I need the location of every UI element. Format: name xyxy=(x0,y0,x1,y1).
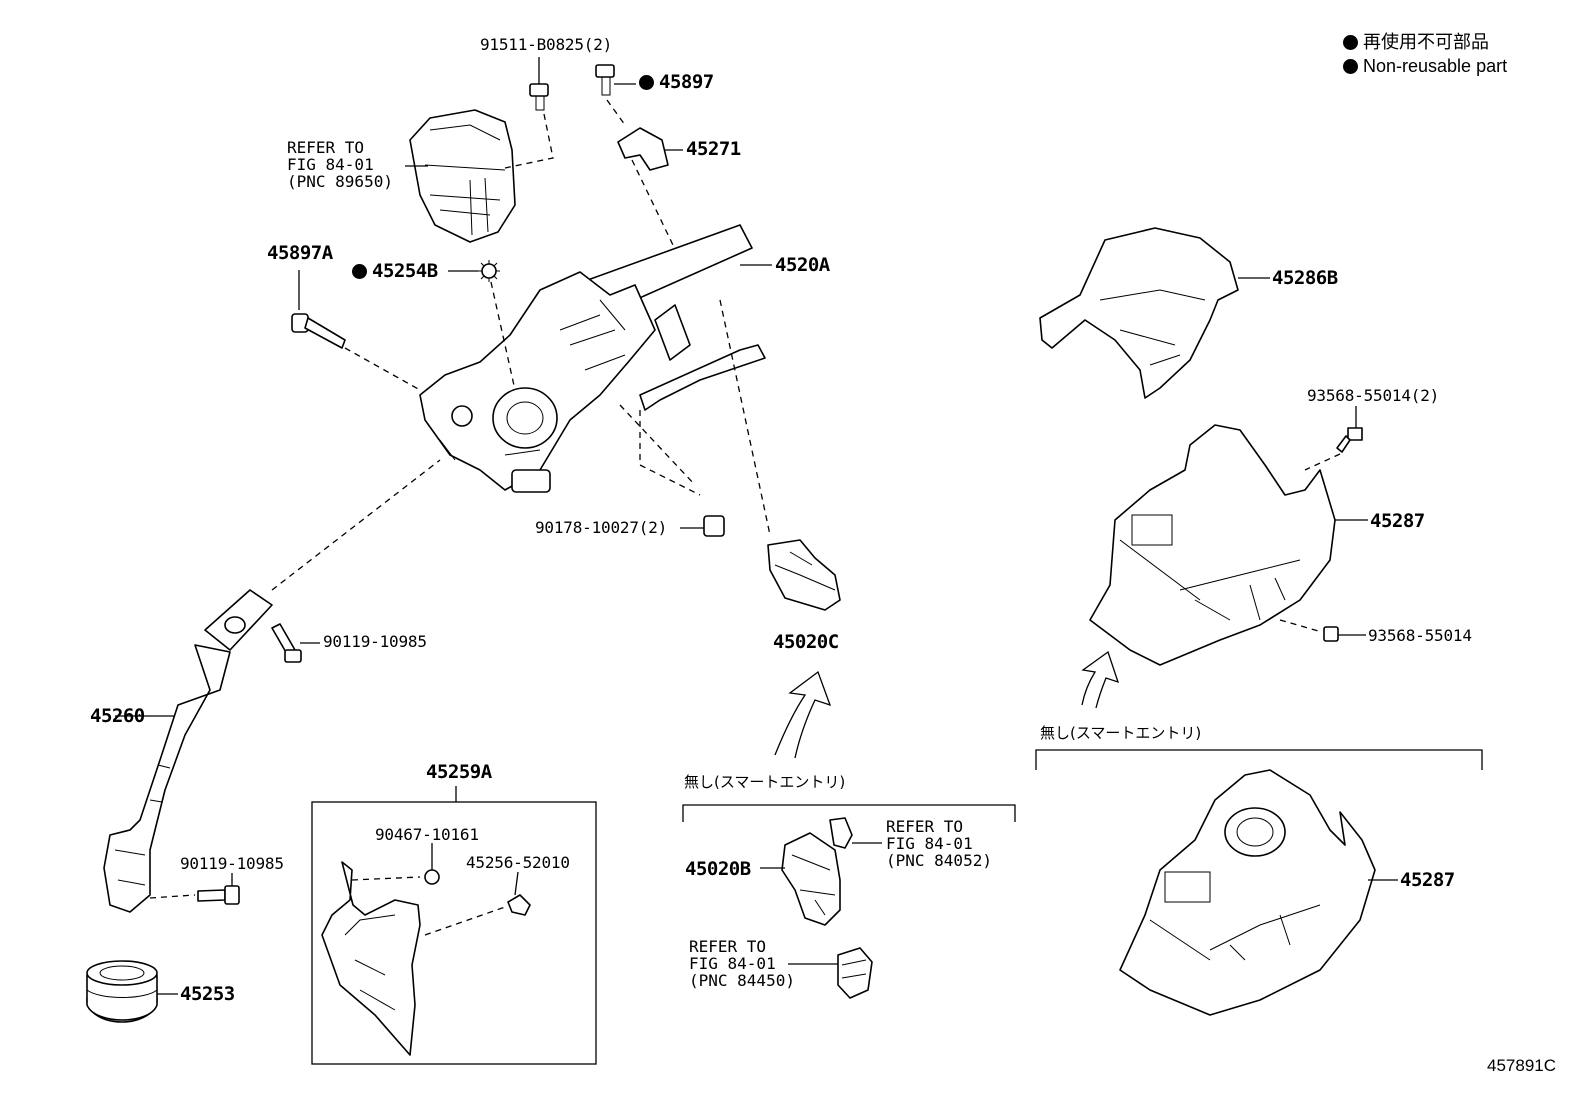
legend-line-2: Non-reusable part xyxy=(1343,57,1507,75)
bolt-icon xyxy=(1279,619,1366,642)
label-45286b: 45286B xyxy=(1272,267,1338,289)
intermediate-shaft-45260 xyxy=(103,459,441,913)
label-93568-2: 93568-55014(2) xyxy=(1307,386,1440,405)
label-45259a: 45259A xyxy=(426,761,492,783)
non-reusable-dot-icon xyxy=(639,75,654,90)
label-45287-lower: 45287 xyxy=(1400,869,1455,891)
label-refer-84052: REFER TO FIG 84-01 (PNC 84052) xyxy=(886,817,992,870)
steering-column-assembly xyxy=(419,224,772,493)
label-90178: 90178-10027(2) xyxy=(535,518,668,537)
label-90119-upper: 90119-10985 xyxy=(323,632,427,651)
label-45897: 45897 xyxy=(639,73,714,92)
label-45254b: 45254B xyxy=(352,262,438,281)
label-90119-lower: 90119-10985 xyxy=(180,854,284,873)
note-no-smart-entry-mid: 無し(スマートエントリ) xyxy=(684,773,846,791)
label-45897-text: 45897 xyxy=(659,71,714,93)
cover-45287-upper xyxy=(1089,424,1368,666)
star-washer-icon xyxy=(448,260,516,391)
label-93568: 93568-55014 xyxy=(1368,626,1472,645)
boot-45253 xyxy=(86,960,178,1023)
bracket-mid xyxy=(682,804,1016,822)
steering-lock-assembly xyxy=(409,109,516,243)
label-45897a: 45897A xyxy=(267,242,333,264)
label-45254b-text: 45254B xyxy=(372,260,438,282)
bolt-icon xyxy=(595,64,636,126)
arrow-icon xyxy=(1081,650,1120,709)
switch-45020c xyxy=(719,299,841,611)
note-no-smart-entry-right: 無し(スマートエントリ) xyxy=(1040,724,1202,742)
cover-45287-lower xyxy=(1119,769,1398,1016)
label-45253: 45253 xyxy=(180,983,235,1005)
non-reusable-dot-icon xyxy=(1343,35,1358,50)
legend-text-jp: 再使用不可部品 xyxy=(1363,32,1489,52)
legend-line-1: 再使用不可部品 xyxy=(1343,33,1489,51)
bolt-icon xyxy=(619,404,725,537)
bolt-icon xyxy=(149,873,240,905)
label-45020b: 45020B xyxy=(685,858,751,880)
non-reusable-dot-icon xyxy=(352,264,367,279)
cover-45286b xyxy=(1039,227,1270,399)
bolt-icon xyxy=(271,623,320,663)
arrow-icon xyxy=(774,670,832,759)
legend-text-en: Non-reusable part xyxy=(1363,56,1508,76)
non-reusable-dot-icon xyxy=(1343,59,1358,74)
label-45287-upper: 45287 xyxy=(1370,510,1425,532)
switch-45020b xyxy=(760,817,882,999)
label-45020c: 45020C xyxy=(773,631,839,653)
label-45256: 45256-52010 xyxy=(466,853,570,872)
label-refer-89650: REFER TO FIG 84-01 (PNC 89650) xyxy=(287,138,393,191)
label-90467: 90467-10161 xyxy=(375,825,479,844)
bolt-icon xyxy=(1304,406,1363,471)
label-4520a: 4520A xyxy=(775,254,830,276)
box-45259a xyxy=(311,786,597,1065)
label-refer-84450: REFER TO FIG 84-01 (PNC 84450) xyxy=(689,937,795,990)
bolt-icon xyxy=(291,270,421,391)
label-45271: 45271 xyxy=(686,138,741,160)
bolt-icon xyxy=(504,57,554,169)
label-45260: 45260 xyxy=(90,705,145,727)
label-91511: 91511-B0825(2) xyxy=(480,35,613,54)
figure-code: 457891C xyxy=(1487,1056,1557,1075)
bracket-right xyxy=(1035,749,1483,770)
